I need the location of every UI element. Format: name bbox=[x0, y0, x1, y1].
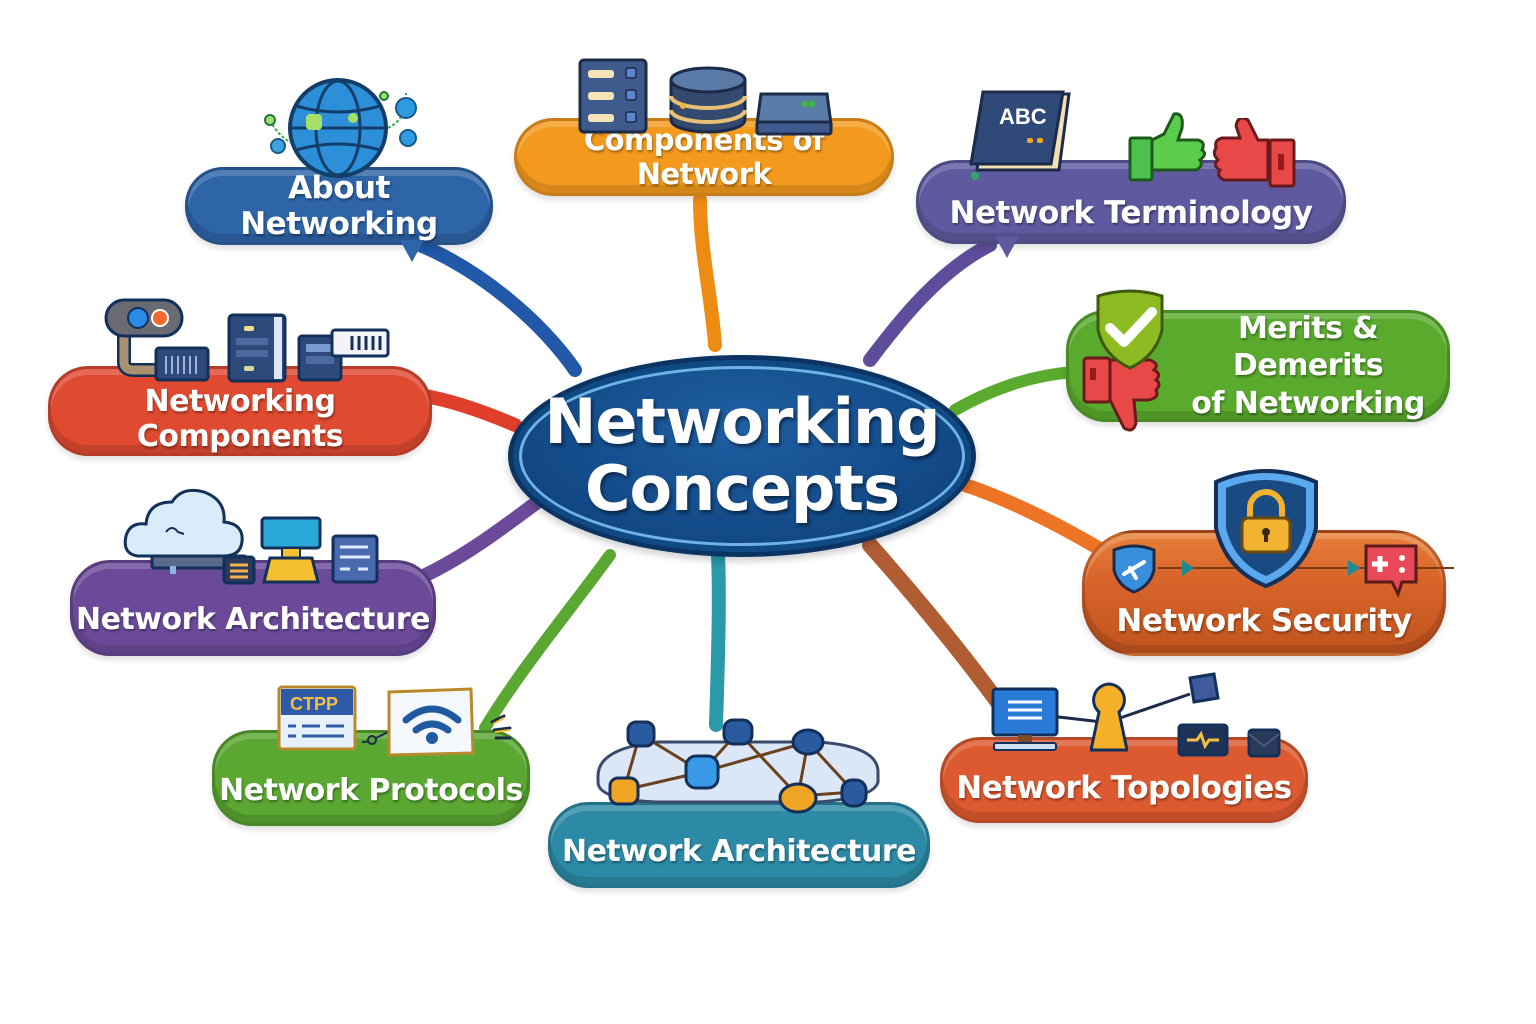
central-topic[interactable]: Networking Concepts bbox=[508, 355, 976, 557]
mesh-network-icon bbox=[596, 718, 880, 814]
lock-shield-icon bbox=[1214, 469, 1318, 589]
connector-components-of-network bbox=[693, 193, 722, 352]
webcam-icon bbox=[104, 298, 210, 382]
topology-links-icon bbox=[1050, 692, 1191, 724]
node-label: Network Security bbox=[1116, 603, 1412, 639]
hub-icon bbox=[1090, 682, 1128, 752]
switch-device-icon bbox=[1177, 723, 1229, 757]
connector-network-terminology bbox=[863, 238, 997, 367]
workstation-icon bbox=[260, 516, 322, 584]
connector-networking-components bbox=[413, 388, 522, 432]
device-icon bbox=[1188, 672, 1220, 704]
alert-chat-icon bbox=[1364, 544, 1418, 598]
mail-icon bbox=[1247, 728, 1281, 758]
thumbs-down-icon bbox=[1082, 356, 1161, 432]
book-label: ABC bbox=[999, 104, 1047, 129]
node-label: Network Topologies bbox=[956, 770, 1292, 806]
connector-network-architecture-bottom bbox=[709, 548, 726, 732]
connector-network-architecture-left bbox=[408, 493, 547, 587]
connector-network-topologies bbox=[862, 537, 1008, 713]
node-label-line2: of Networking bbox=[1191, 385, 1425, 421]
network-card-icon bbox=[297, 328, 390, 382]
node-label-line1: Merits & Demerits bbox=[1232, 310, 1384, 384]
check-shield-icon bbox=[1096, 289, 1164, 370]
central-topic-line2: Concepts bbox=[585, 452, 900, 525]
book-icon: ABC bbox=[969, 90, 1071, 180]
monitor-icon bbox=[991, 687, 1059, 751]
connector-about-networking bbox=[413, 238, 582, 377]
connector-network-protocols bbox=[479, 549, 616, 734]
node-label: Network Architecture bbox=[75, 601, 431, 637]
database-icon bbox=[669, 66, 747, 134]
node-label: Network Architecture bbox=[561, 833, 917, 869]
node-label: Networking Components bbox=[136, 384, 344, 454]
node-label: Network Protocols bbox=[219, 772, 523, 808]
central-topic-line1: Networking bbox=[544, 385, 940, 459]
cloud-icon bbox=[123, 488, 248, 574]
node-label: About Networking bbox=[240, 170, 438, 242]
panel-icon bbox=[331, 534, 379, 584]
protocol-card-icon: CTPP bbox=[277, 685, 357, 751]
terminal-icon bbox=[222, 555, 256, 585]
link-dot-icon bbox=[361, 731, 389, 745]
wifi-icon bbox=[387, 687, 475, 757]
thumbs-down-icon bbox=[1212, 118, 1296, 188]
shield-icon bbox=[1112, 544, 1156, 594]
server-rack-icon bbox=[578, 58, 648, 134]
server-icon bbox=[227, 313, 287, 383]
router-icon bbox=[755, 92, 833, 136]
protocol-card-label: CTPP bbox=[290, 694, 338, 714]
connector-network-security bbox=[958, 478, 1117, 562]
spark-icon bbox=[490, 714, 512, 740]
node-label: Network Terminology bbox=[949, 195, 1313, 231]
connector-merits-demerits bbox=[949, 366, 1081, 416]
globe-icon bbox=[264, 78, 417, 178]
thumbs-up-icon bbox=[1128, 112, 1207, 182]
